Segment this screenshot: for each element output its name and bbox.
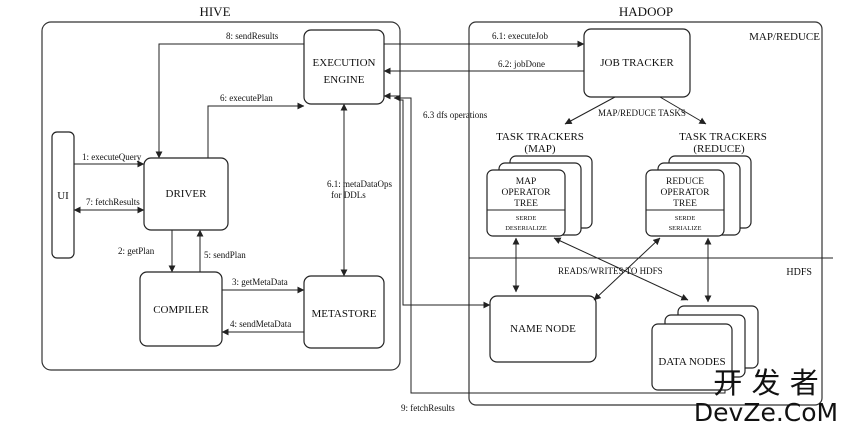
job-tracker-node: JOB TRACKER — [583, 28, 691, 98]
svg-text:DevZe.CoM: DevZe.CoM — [694, 398, 838, 427]
ui-node: UI — [51, 131, 75, 259]
label-dfs-operations: 6.3 dfs operations — [423, 110, 488, 120]
metastore-node: METASTORE — [303, 275, 385, 349]
svg-text:METASTORE: METASTORE — [312, 308, 377, 320]
label-map-reduce-tasks: MAP/REDUCE TASKS — [598, 108, 686, 118]
label-job-done: 6.2: jobDone — [498, 59, 545, 69]
compiler-node: COMPILER — [139, 271, 223, 347]
svg-text:TREE: TREE — [514, 199, 538, 209]
svg-text:NAME NODE: NAME NODE — [510, 323, 576, 335]
svg-text:EXECUTION: EXECUTION — [313, 57, 376, 69]
edge-execute-plan — [207, 102, 305, 158]
svg-text:(MAP): (MAP) — [524, 143, 556, 155]
label-execute-job: 6.1: executeJob — [492, 31, 548, 41]
svg-text:SERIALIZE: SERIALIZE — [669, 225, 702, 232]
task-trackers-reduce: TASK TRACKERS (REDUCE) REDUCE OPERATOR T… — [645, 131, 767, 237]
hive-label: HIVE — [199, 4, 230, 19]
label-get-metadata: 3: getMetaData — [232, 277, 288, 287]
map-reduce-label: MAP/REDUCE — [749, 31, 820, 43]
svg-text:JOB TRACKER: JOB TRACKER — [600, 57, 674, 69]
edge-map-task — [564, 96, 616, 125]
label-metadata-ops-ddl: for DDLs — [331, 190, 366, 200]
svg-text:DESERIALIZE: DESERIALIZE — [505, 225, 547, 232]
svg-text:SERDE: SERDE — [516, 215, 537, 222]
svg-text:MAP: MAP — [516, 177, 537, 187]
svg-text:OPERATOR: OPERATOR — [661, 188, 711, 198]
label-send-results: 8: sendResults — [226, 31, 279, 41]
svg-text:DRIVER: DRIVER — [166, 188, 208, 200]
svg-text:TREE: TREE — [673, 199, 697, 209]
svg-text:(REDUCE): (REDUCE) — [693, 143, 745, 155]
svg-text:REDUCE: REDUCE — [666, 177, 704, 187]
watermark-logo: 开 发 者 DevZe.CoM — [694, 366, 838, 427]
svg-text:DATA NODES: DATA NODES — [658, 356, 725, 368]
edge-send-results — [155, 43, 304, 159]
svg-text:TASK TRACKERS: TASK TRACKERS — [679, 131, 767, 143]
svg-text:ENGINE: ENGINE — [324, 74, 365, 86]
label-reads-writes-hdfs: READS/WRITES TO HDFS — [558, 266, 663, 276]
label-send-metadata: 4: sendMetaData — [230, 319, 291, 329]
label-get-plan: 2: getPlan — [118, 246, 155, 256]
svg-text:TASK TRACKERS: TASK TRACKERS — [496, 131, 584, 143]
label-fetch-results: 7: fetchResults — [86, 197, 140, 207]
name-node: NAME NODE — [489, 295, 597, 363]
svg-text:开 发 者: 开 发 者 — [713, 366, 818, 400]
edge-reduce-namenode — [593, 237, 661, 301]
svg-text:SERDE: SERDE — [675, 215, 696, 222]
driver-node: DRIVER — [143, 157, 229, 231]
execution-engine-node: EXECUTION ENGINE — [303, 29, 385, 105]
hadoop-label: HADOOP — [619, 4, 673, 19]
label-execute-plan: 6: executePlan — [220, 93, 273, 103]
svg-text:OPERATOR: OPERATOR — [502, 188, 552, 198]
label-send-plan: 5: sendPlan — [204, 250, 246, 260]
hdfs-label: HDFS — [786, 267, 812, 278]
label-metadata-ops: 6.1: metaDataOps — [327, 179, 392, 189]
task-trackers-map: TASK TRACKERS (MAP) MAP OPERATOR TREE SE… — [486, 131, 593, 237]
svg-text:COMPILER: COMPILER — [153, 304, 209, 316]
svg-text:UI: UI — [57, 190, 69, 202]
label-fetch-results-9: 9: fetchResults — [401, 403, 455, 413]
edge-fetch-results-9 — [393, 94, 726, 394]
label-execute-query: 1: executeQuery — [82, 152, 142, 162]
data-nodes-stack: DATA NODES — [651, 305, 759, 391]
edge-reduce-task — [659, 96, 707, 125]
